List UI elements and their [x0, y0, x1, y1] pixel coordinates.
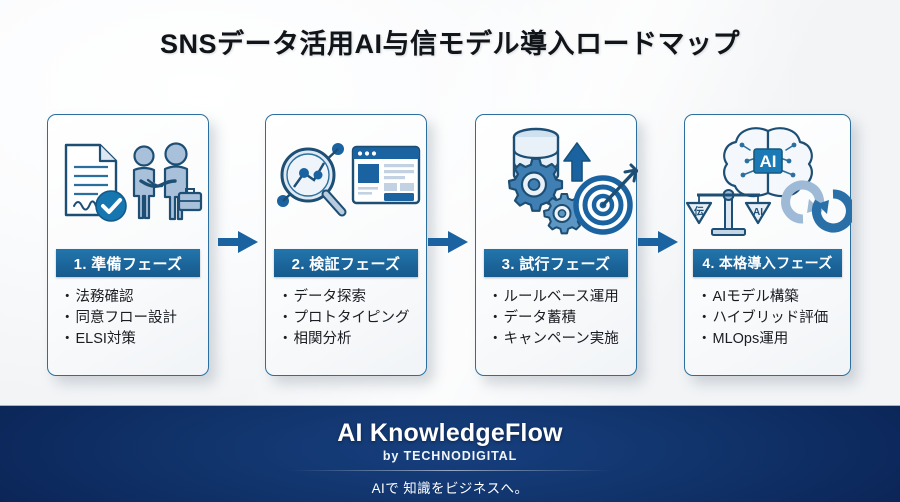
bullet-text: データ探索 [293, 289, 367, 305]
wireframe-browser-icon [351, 145, 421, 205]
phase-card-4: AI 伝 AI [684, 114, 855, 376]
brand-byline: by TECHNODIGITAL [382, 449, 518, 463]
list-item: ・ELSI対策 [60, 329, 200, 350]
bullet-marker: ・ [488, 310, 503, 326]
list-item: ・キャンペーン実施 [488, 329, 628, 350]
bullet-text: ELSI対策 [75, 331, 136, 347]
signed-document-icon [64, 143, 127, 222]
bullet-text: MLOps運用 [712, 331, 789, 347]
phase-2-bullets: ・データ探索 ・プロトタイピング ・相関分析 [278, 287, 418, 350]
phase-1-icons-svg [64, 142, 203, 222]
bullet-text: 法務確認 [75, 289, 134, 305]
bullet-text: データ蓄積 [503, 310, 577, 326]
phase-4-icon-group: AI 伝 AI [685, 123, 855, 245]
balance-scale-icon: 伝 AI [685, 189, 772, 236]
list-item: ・データ探索 [278, 287, 418, 308]
phase-card-1: 1. 準備フェーズ ・法務確認 ・同意フロー設計 ・ELSI対策 [47, 114, 209, 376]
phase-card-3: 3. 試行フェーズ ・ルールベース運用 ・データ蓄積 ・キャンペーン実施 [475, 114, 639, 376]
bullet-text: キャンペーン実施 [503, 331, 619, 347]
bullet-marker: ・ [278, 289, 293, 305]
bullet-marker: ・ [488, 331, 503, 347]
bullet-text: プロトタイピング [293, 310, 410, 326]
arrow-1-to-2 [218, 230, 258, 254]
list-item: ・プロトタイピング [278, 308, 418, 329]
phase-3-bullets: ・ルールベース運用 ・データ蓄積 ・キャンペーン実施 [488, 287, 628, 350]
phase-3-band: 3. 試行フェーズ [484, 249, 628, 277]
bullet-text: 同意フロー設計 [75, 310, 178, 326]
list-item: ・データ蓄積 [488, 308, 628, 329]
phase-1-icon-group [48, 123, 208, 245]
phase-4-bullets: ・AIモデル構築 ・ハイブリッド評価 ・MLOps運用 [697, 287, 842, 350]
brand-name: AI KnowledgeFlow [337, 419, 563, 447]
right-arrow-icon [638, 231, 678, 253]
bullet-marker: ・ [697, 310, 712, 326]
phase-3-icon-group [476, 123, 639, 245]
phase-card-2: 2. 検証フェーズ ・データ探索 ・プロトタイピング ・相関分析 [265, 114, 427, 376]
bullet-marker: ・ [697, 289, 712, 305]
bullet-marker: ・ [488, 289, 503, 305]
bullet-marker: ・ [278, 331, 293, 347]
arrow-3-to-4 [638, 230, 678, 254]
right-arrow-icon [218, 231, 258, 253]
right-arrow-icon [428, 231, 468, 253]
handshake-icon [132, 142, 203, 221]
arrow-2-to-3 [428, 230, 468, 254]
phase-2-icon-group [266, 123, 426, 245]
brain-chip-label: AI [760, 152, 777, 171]
bullet-marker: ・ [60, 331, 75, 347]
bullet-text: ルールベース運用 [503, 289, 619, 305]
list-item: ・ルールベース運用 [488, 287, 628, 308]
phase-2-band: 2. 検証フェーズ [274, 249, 418, 277]
list-item: ・MLOps運用 [697, 329, 842, 350]
bullet-marker: ・ [278, 310, 293, 326]
brand-tagline: AIで 知識をビジネスへ。 [371, 481, 529, 496]
phase-4-band: 4. 本格導入フェーズ [693, 249, 842, 277]
bullet-text: 相関分析 [293, 331, 352, 347]
phase-1-bullets: ・法務確認 ・同意フロー設計 ・ELSI対策 [60, 287, 200, 350]
scale-left-label: 伝 [694, 205, 704, 218]
gears-icon [507, 157, 585, 235]
list-item: ・ハイブリッド評価 [697, 308, 842, 329]
magnifier-data-icon [277, 143, 347, 217]
phase-1-band: 1. 準備フェーズ [56, 249, 200, 277]
bullet-marker: ・ [60, 310, 75, 326]
footer-banner: AI KnowledgeFlow by TECHNODIGITAL AIで 知識… [0, 405, 900, 502]
list-item: ・相関分析 [278, 329, 418, 350]
page-title: SNSデータ活用AI与信モデル導入ロードマップ [159, 29, 740, 59]
phase-2-icons-svg [277, 143, 421, 217]
footer-content: AI KnowledgeFlow by TECHNODIGITAL AIで 知識… [0, 419, 900, 497]
phase-3-icons-svg [507, 127, 639, 235]
bullet-text: ハイブリッド評価 [712, 310, 829, 326]
footer-divider [290, 470, 610, 471]
list-item: ・法務確認 [60, 287, 200, 308]
bullet-text: AIモデル構築 [712, 289, 799, 305]
bullet-marker: ・ [60, 289, 75, 305]
scale-right-label: AI [753, 207, 763, 218]
bullet-marker: ・ [697, 331, 712, 347]
cycle-arrows-icon [781, 180, 855, 233]
phase-4-icons-svg: AI 伝 AI [685, 127, 855, 236]
list-item: ・同意フロー設計 [60, 308, 200, 329]
list-item: ・AIモデル構築 [697, 287, 842, 308]
ai-brain-icon: AI [723, 127, 813, 198]
target-dart-icon [573, 163, 639, 235]
